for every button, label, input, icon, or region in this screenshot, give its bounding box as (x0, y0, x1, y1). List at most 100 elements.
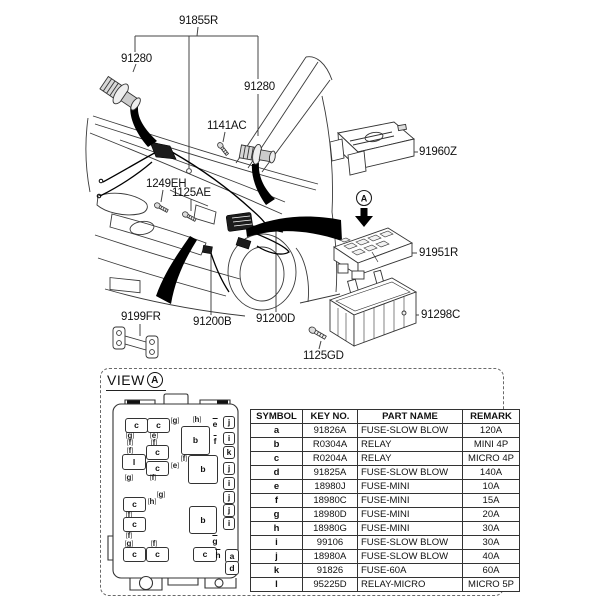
symbol-cell: a (250, 423, 303, 438)
part-label-1249EH: 1249EH (146, 178, 187, 190)
fuse-slot-i: i (223, 517, 235, 530)
leader-91280-left (132, 63, 137, 73)
fuse-slot-j: j (223, 491, 235, 504)
key-no-cell: 91825A (302, 465, 358, 480)
symbol-cell: c (250, 451, 303, 466)
fuse-marker-f: f (126, 532, 132, 540)
remark-cell: 120A (462, 423, 520, 438)
fuse-slot-i: i (223, 477, 235, 490)
remark-cell: 140A (462, 465, 520, 480)
part-name-cell: RELAY (357, 437, 463, 452)
fuse-marker-f: f (181, 455, 187, 463)
key-no-cell: 18980C (302, 493, 358, 508)
key-no-cell: 18980D (302, 507, 358, 522)
key-no-cell: 99106 (302, 535, 358, 550)
symbol-cell: l (250, 577, 303, 592)
fuse-marker-f: f (127, 447, 133, 455)
bolt-1249EH (154, 202, 169, 213)
fuse-slot-b: b (181, 426, 210, 455)
symbol-cell: f (250, 493, 303, 508)
part-label-1125AE: 1125AE (172, 187, 211, 199)
remark-cell: 40A (462, 549, 520, 564)
fuse-marker-g: g (157, 491, 166, 499)
key-no-cell: R0204A (302, 451, 358, 466)
fuse-slot-c: c (146, 547, 169, 562)
part-label-91200D: 91200D (256, 313, 296, 325)
key-no-cell: 91826 (302, 563, 358, 578)
part-name-cell: FUSE-MINI (357, 479, 463, 494)
fuse-slot-k: k (223, 446, 235, 459)
view-a-marker-icon: A (146, 372, 163, 388)
col-header-symbol: SYMBOL (250, 409, 303, 424)
fusebox-lower-housing-91298C (328, 269, 418, 347)
col-header-key-no-: KEY NO. (302, 409, 358, 424)
symbol-cell: d (250, 465, 303, 480)
fuse-marker-ov-g: g (212, 535, 218, 546)
fuse-slot-c: c (123, 547, 146, 562)
symbol-cell: e (250, 479, 303, 494)
leader-1249EH (160, 189, 164, 203)
fuse-marker-g: g (125, 474, 134, 482)
part-name-cell: FUSE-SLOW BLOW (357, 549, 463, 564)
remark-cell: 15A (462, 493, 520, 508)
key-no-cell: 91826A (302, 423, 358, 438)
fuse-marker-e: e (171, 462, 179, 470)
part-name-cell: RELAY (357, 451, 463, 466)
fuse-marker-g: g (125, 540, 134, 548)
remark-cell: 30A (462, 535, 520, 550)
fuse-slot-b: b (189, 506, 217, 534)
fuse-slot-d: d (225, 561, 239, 575)
part-name-cell: FUSE-MINI (357, 507, 463, 522)
fuse-marker-f: f (151, 439, 157, 447)
fuse-slot-j: j (223, 416, 235, 429)
fuse-marker-g: g (126, 432, 135, 440)
part-name-cell: FUSE-SLOW BLOW (357, 535, 463, 550)
part-label-91280-left: 91280 (121, 53, 152, 65)
remark-cell: 30A (462, 521, 520, 536)
fuse-slot-c: c (123, 497, 146, 512)
symbol-cell: b (250, 437, 303, 452)
harness-connector-clusters (149, 141, 254, 255)
leader-91855R (196, 26, 199, 37)
bolt-1125AE (182, 211, 197, 222)
connector-hatch (231, 215, 253, 227)
part-name-cell: FUSE-MINI (357, 521, 463, 536)
fuse-slot-c: c (146, 445, 169, 460)
bolt-1125GD (308, 326, 327, 340)
down-arrow-head (355, 216, 373, 227)
fuse-marker-f: f (126, 511, 132, 519)
fuse-slot-c: c (147, 418, 170, 433)
view-a-title-text: VIEW (107, 372, 145, 388)
fuse-slot-l: l (122, 454, 146, 470)
view-marker-a: A (355, 189, 373, 227)
fuse-marker-h: h (148, 498, 157, 506)
fuse-marker-ov-f: f (213, 435, 217, 446)
fuse-marker-h: h (193, 416, 202, 424)
remark-cell: 60A (462, 563, 520, 578)
down-arrow-stem (360, 208, 368, 216)
part-label-91951R: 91951R (419, 247, 459, 259)
fusebox-body-91951R (333, 227, 414, 280)
part-label-91960Z: 91960Z (419, 146, 457, 158)
col-header-part-name: PART NAME (357, 409, 463, 424)
fuse-slot-i: i (223, 432, 235, 445)
part-name-cell: FUSE-60A (357, 563, 463, 578)
fuse-slot-c: c (123, 517, 146, 532)
symbol-cell: k (250, 563, 303, 578)
part-label-91200B: 91200B (193, 316, 232, 328)
fuse-marker-ov-e: e (212, 418, 218, 429)
remark-cell: MINI 4P (462, 437, 520, 452)
part-label-91855R: 91855R (179, 15, 219, 27)
